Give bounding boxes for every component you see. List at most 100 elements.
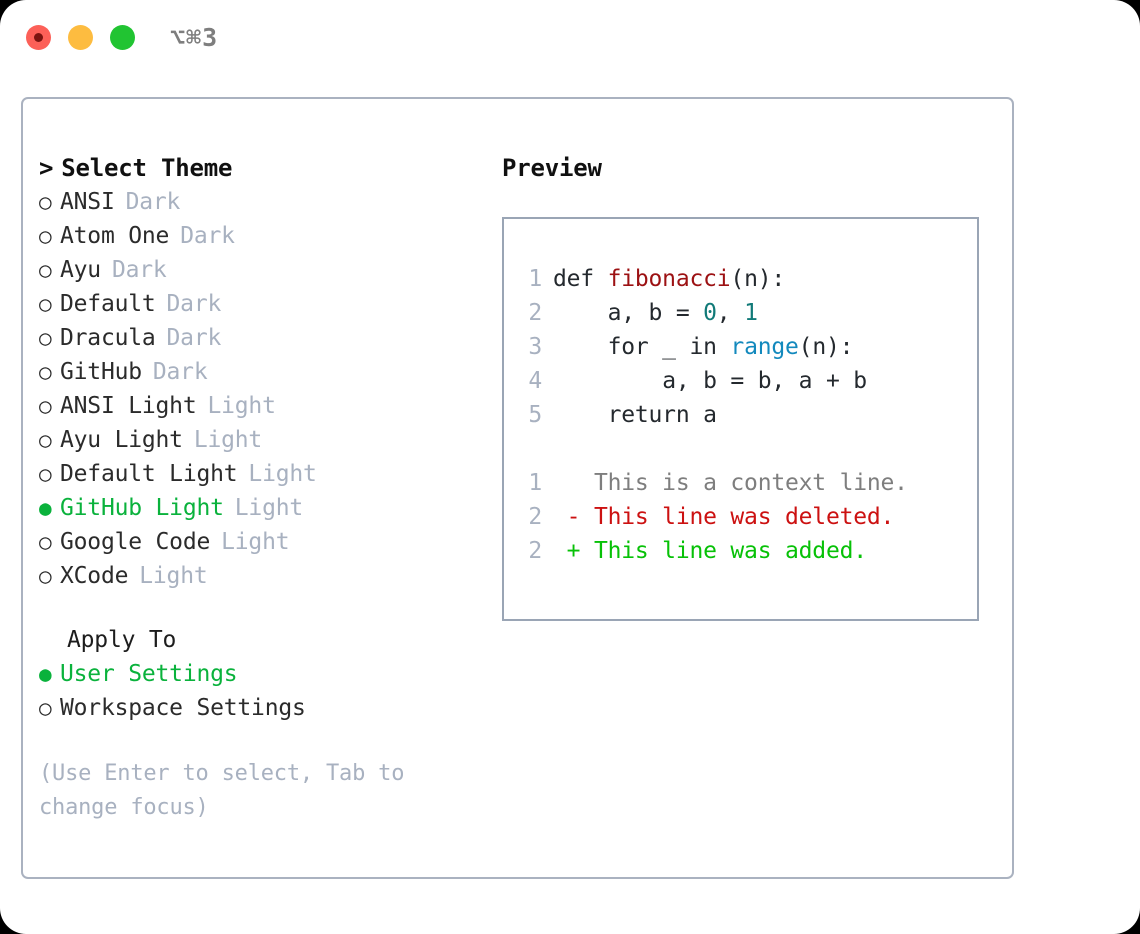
theme-option-google-code[interactable]: ○ Google Code Light	[39, 525, 489, 559]
line-number: 2	[528, 300, 542, 326]
code-token-num: 1	[744, 300, 758, 326]
theme-option-tag: Light	[221, 529, 290, 555]
diff-line-text: - This line was deleted.	[553, 504, 895, 530]
window-controls	[26, 25, 135, 50]
code-token-plain: (n):	[798, 334, 854, 360]
line-number: 5	[528, 402, 542, 428]
code-token-plain: return a	[607, 402, 717, 428]
theme-option-tag: Dark	[180, 223, 235, 249]
radio-selected-icon: ●	[39, 662, 52, 686]
code-line: 2 a, b = 0, 1	[520, 296, 971, 330]
theme-option-tag: Dark	[166, 325, 222, 351]
theme-option-dracula[interactable]: ○ Dracula Dark	[39, 321, 489, 355]
theme-option-github-light[interactable]: ● GitHub Light Light	[39, 491, 489, 525]
theme-option-label: Google Code	[60, 529, 211, 555]
radio-unselected-icon: ○	[39, 360, 52, 384]
code-line: 1 def fibonacci(n):	[520, 262, 971, 296]
theme-option-label: XCode	[60, 563, 129, 589]
theme-option-tag: Dark	[166, 291, 222, 317]
line-number: 2	[528, 504, 542, 530]
theme-option-tag: Dark	[125, 189, 181, 215]
radio-unselected-icon: ○	[39, 564, 52, 588]
code-line-text: for _ in range(n):	[553, 330, 854, 364]
code-line: 5 return a	[520, 398, 971, 432]
radio-unselected-icon: ○	[39, 258, 52, 282]
title-bar: ⌥⌘3	[0, 0, 1140, 78]
theme-option-label: Default Light	[60, 461, 238, 487]
code-token-plain: ,	[716, 300, 745, 326]
keyboard-shortcut-label: ⌥⌘3	[170, 23, 219, 52]
close-button[interactable]	[26, 25, 51, 50]
line-number: 3	[528, 334, 542, 360]
apply-to-list: ● User Settings ○ Workspace Settings	[39, 657, 489, 725]
theme-option-tag: Dark	[152, 359, 208, 385]
theme-option-atom-one[interactable]: ○ Atom One Dark	[39, 219, 489, 253]
line-number: 1	[528, 470, 542, 496]
radio-unselected-icon: ○	[39, 530, 52, 554]
theme-option-tag: Light	[234, 495, 304, 521]
theme-option-default-light[interactable]: ○ Default Light Light	[39, 457, 489, 491]
radio-unselected-icon: ○	[39, 190, 52, 214]
code-line-text: a, b = b, a + b	[553, 364, 867, 398]
radio-unselected-icon: ○	[39, 696, 52, 720]
maximize-button[interactable]	[110, 25, 135, 50]
theme-option-ayu-light[interactable]: ○ Ayu Light Light	[39, 423, 489, 457]
code-token-plain: (n):	[730, 266, 786, 292]
theme-option-tag: Light	[193, 427, 263, 453]
radio-unselected-icon: ○	[39, 462, 52, 486]
preview-title: Preview	[502, 154, 602, 182]
radio-selected-icon: ●	[39, 496, 52, 520]
caret-icon: >	[39, 154, 54, 182]
theme-option-label: Atom One	[60, 223, 170, 249]
panel-title-text: Select Theme	[61, 154, 233, 182]
theme-option-label: Default	[60, 291, 156, 317]
code-line-text: return a	[553, 398, 717, 432]
theme-option-tag: Light	[139, 563, 208, 589]
theme-option-label: ANSI	[60, 189, 115, 215]
code-token-plain: a, b = b, a + b	[662, 368, 867, 394]
theme-option-label: Ayu Light	[60, 427, 183, 453]
line-number: 4	[528, 368, 542, 394]
code-token-num: 0	[703, 300, 717, 326]
code-blank-line	[520, 432, 971, 466]
radio-unselected-icon: ○	[39, 394, 52, 418]
apply-to-title: Apply To	[67, 627, 177, 653]
radio-unselected-icon: ○	[39, 428, 52, 452]
keyboard-hint: (Use Enter to select, Tab to change focu…	[39, 761, 405, 820]
code-token-plain: a, b =	[607, 300, 704, 326]
apply-to-option-label: Workspace Settings	[60, 695, 306, 721]
theme-option-github[interactable]: ○ GitHub Dark	[39, 355, 489, 389]
apply-to-option-workspace-settings[interactable]: ○ Workspace Settings	[39, 691, 489, 725]
theme-option-label: Ayu	[60, 257, 101, 283]
code-token-plain: def	[553, 266, 608, 292]
code-token-fn: fibonacci	[607, 266, 731, 292]
apply-to-option-user-settings[interactable]: ● User Settings	[39, 657, 489, 691]
apply-to-section: Apply To ● User Settings ○ Workspace Settin…	[39, 623, 489, 725]
code-line-text: def fibonacci(n):	[553, 262, 785, 296]
theme-option-label: GitHub Light	[60, 495, 224, 521]
apply-to-option-label: User Settings	[60, 661, 238, 687]
theme-option-ansi[interactable]: ○ ANSI Dark	[39, 185, 489, 219]
theme-option-tag: Light	[248, 461, 317, 487]
panel-title: >Select Theme	[39, 151, 489, 185]
radio-unselected-icon: ○	[39, 326, 52, 350]
theme-option-label: GitHub	[60, 359, 142, 385]
diff-line-text: + This line was added.	[553, 538, 867, 564]
theme-option-xcode[interactable]: ○ XCode Light	[39, 559, 489, 593]
theme-option-label: ANSI Light	[60, 393, 197, 419]
minimize-button[interactable]	[68, 25, 93, 50]
line-number: 2	[528, 538, 542, 564]
radio-unselected-icon: ○	[39, 224, 52, 248]
theme-option-label: Dracula	[60, 325, 156, 351]
diff-line-text: This is a context line.	[553, 470, 908, 496]
line-number: 1	[528, 266, 542, 292]
code-line: 4 a, b = b, a + b	[520, 364, 971, 398]
